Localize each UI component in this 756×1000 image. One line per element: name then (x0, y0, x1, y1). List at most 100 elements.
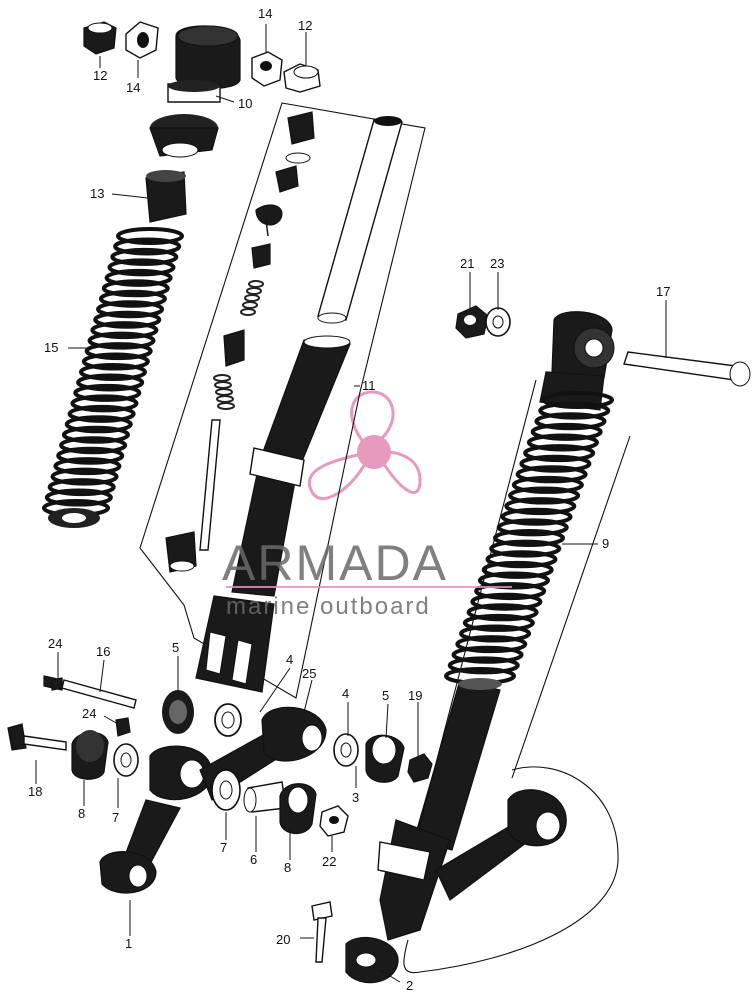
spring-coil (90, 321, 159, 340)
callout-21: 21 (460, 256, 474, 271)
callout-12a: 12 (93, 68, 107, 83)
spring-coil (93, 310, 162, 329)
nut-14-top-right (251, 51, 283, 87)
damper-parts (165, 111, 315, 573)
spring-coil (489, 539, 562, 558)
callout-15: 15 (44, 340, 58, 355)
washer-23 (485, 307, 511, 337)
spring-coil (515, 465, 588, 484)
spring-coil (67, 404, 136, 423)
callout-9: 9 (602, 536, 609, 551)
callout-22: 22 (322, 854, 336, 869)
nut-21 (455, 305, 489, 339)
callout-8a: 8 (78, 806, 85, 821)
callout-16: 16 (96, 644, 110, 659)
spring-coil (504, 497, 577, 516)
spring-coil (242, 301, 258, 309)
spring-coil (44, 488, 113, 507)
spring-coil (248, 280, 264, 288)
callout-7a: 7 (112, 810, 119, 825)
callout-11: 11 (362, 378, 376, 393)
spring-coil (240, 308, 256, 316)
right-fork-outline (415, 379, 631, 841)
bushing-8-centre (279, 783, 317, 835)
bolt-12-top-right (283, 63, 321, 93)
callout-4a: 4 (286, 652, 293, 667)
spring-coil (104, 268, 173, 287)
callout-2: 2 (406, 978, 413, 993)
right-leading-link (345, 789, 567, 984)
outer-fork-slider-11 (195, 335, 351, 693)
spring-coil (96, 300, 165, 319)
spring-coil (50, 467, 119, 486)
spring-coil (485, 550, 558, 569)
callout-7b: 7 (220, 840, 227, 855)
spring-coil (98, 289, 167, 308)
inner-fork-tube (317, 116, 403, 324)
right-link-envelope (403, 766, 619, 974)
spring-coil (477, 571, 550, 590)
spring-coil (523, 444, 596, 463)
spring-coil (496, 518, 569, 537)
callout-12b: 12 (298, 18, 312, 33)
callout-10: 10 (238, 96, 252, 111)
spring-coil (466, 603, 539, 622)
spring-coil (519, 454, 592, 473)
callout-20: 20 (276, 932, 290, 947)
callout-5b: 5 (382, 688, 389, 703)
top-bridge-bushing-10 (167, 25, 241, 103)
left-leading-link-1 (99, 706, 327, 894)
spring-15 (42, 227, 184, 517)
callout-19: 19 (408, 688, 422, 703)
spring-coil (217, 402, 235, 410)
spring-coil (462, 613, 535, 632)
spring-coil (107, 258, 176, 277)
callout-14b: 14 (258, 6, 272, 21)
spring-coil (59, 436, 128, 455)
bushing-5-left (162, 690, 194, 734)
spring-coil (56, 446, 125, 465)
nut-22 (319, 805, 349, 837)
spring-coil (216, 395, 234, 403)
spring-coil (79, 363, 147, 381)
grease-nipple-24a (51, 677, 63, 691)
spring-lower-seat (48, 508, 100, 528)
callout-13: 13 (90, 186, 104, 201)
bolt-18 (7, 723, 67, 751)
spring-coil (470, 592, 543, 611)
spring-coil (73, 383, 142, 402)
spring-coil (530, 422, 603, 441)
spring-coil (47, 478, 116, 497)
washer-7-left (113, 743, 139, 777)
callout-18: 18 (28, 784, 42, 799)
bushing-8-left (71, 730, 109, 780)
spring-coil (455, 635, 528, 654)
nut-19 (407, 753, 433, 783)
spring-coil (526, 433, 599, 452)
spring-coil (538, 401, 611, 420)
spring-coil (447, 656, 520, 675)
spring-coil (76, 373, 145, 392)
callout-6: 6 (250, 852, 257, 867)
spring-coil (213, 374, 231, 382)
nut-12-top-left (83, 21, 117, 55)
spring-coil (508, 486, 581, 505)
nut-14-top-left (125, 21, 159, 59)
callout-5a: 5 (172, 640, 179, 655)
pivot-pin-6 (243, 781, 287, 813)
watermark-brand: ARMADA (222, 535, 448, 591)
upper-cover-cap (149, 114, 219, 158)
spring-coil (110, 247, 179, 266)
bolt-20 (311, 901, 333, 963)
spring-coil (511, 475, 584, 494)
spring-coil (64, 415, 133, 434)
spring-coil (481, 560, 554, 579)
callout-24a: 24 (48, 636, 62, 651)
spring-coil (215, 388, 233, 396)
washer-7-centre (211, 769, 241, 811)
spring-coil (84, 342, 153, 361)
spring-seat-13 (145, 170, 187, 223)
spring-coil (70, 394, 139, 413)
